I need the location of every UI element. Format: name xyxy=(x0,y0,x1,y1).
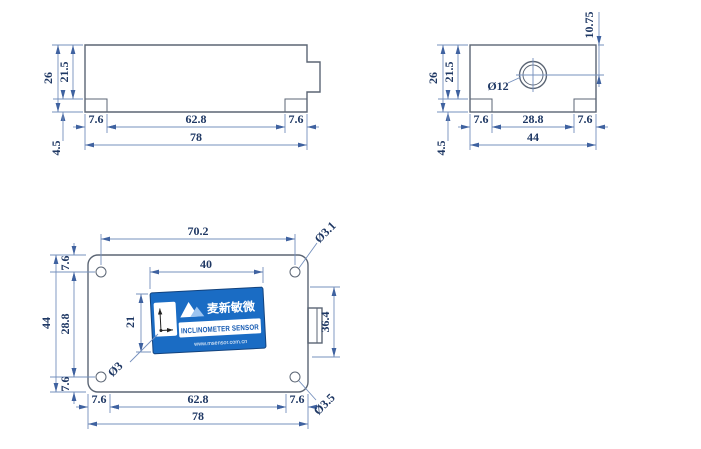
label-brand-text: 麦新敏微 xyxy=(206,298,256,316)
dim-front-body-height: 21.5 xyxy=(57,62,71,83)
top-view-connector-tab xyxy=(307,307,323,344)
dim-front-width-total: 78 xyxy=(190,130,202,144)
top-view-dimensions: 70.2 40 21 7.6 28.8 7.6 44 36.4 7 xyxy=(39,219,339,427)
side-view: Ø12 10.75 26 21.5 4.5 7.6 28.8 7 xyxy=(426,12,608,156)
dim-top-hole-bottom-right: Ø3.5 xyxy=(311,391,338,418)
side-view-hole-crosshair xyxy=(516,58,550,92)
dim-side-bottom-mid: 28.8 xyxy=(523,112,544,126)
dim-front-foot-height: 4.5 xyxy=(49,141,63,156)
mounting-hole-top-right xyxy=(289,266,301,278)
dim-top-bottom-mid: 62.8 xyxy=(188,392,209,406)
dim-top-right-span: 36.4 xyxy=(318,312,332,333)
dim-side-foot-height: 4.5 xyxy=(434,141,448,156)
dim-top-bottom-left: 7.6 xyxy=(92,392,107,406)
dim-side-bottom-right: 7.6 xyxy=(578,112,593,126)
dim-top-width-total: 78 xyxy=(192,409,204,423)
brand-logo-icon xyxy=(180,301,205,318)
mounting-hole-bottom-right xyxy=(289,371,301,383)
front-view-extension-lines xyxy=(52,44,308,150)
dim-side-width-total: 44 xyxy=(527,130,539,144)
label-website-text: www.msensor.com.cn xyxy=(193,339,247,348)
side-view-extension-lines xyxy=(437,44,604,150)
dim-top-label-width: 40 xyxy=(200,257,212,271)
mounting-hole-bottom-left xyxy=(95,371,107,383)
front-view-dimensions: 26 21.5 4.5 7.6 62.8 7.6 78 xyxy=(41,45,319,156)
dim-top-height-total: 44 xyxy=(39,317,53,329)
dim-front-bottom-left: 7.6 xyxy=(89,112,104,126)
label-white-band xyxy=(178,318,262,338)
dim-top-label-height: 21 xyxy=(123,316,137,328)
side-view-corner-notches xyxy=(470,98,596,112)
dim-side-hole-diameter: Ø12 xyxy=(487,79,508,93)
dim-front-height-total: 26 xyxy=(41,72,55,84)
dim-side-body-height: 21.5 xyxy=(442,62,456,83)
product-label: 麦新敏微 INCLINOMETER SENSOR www.msensor.com… xyxy=(149,286,267,355)
dim-top-hole-top-right: Ø3.1 xyxy=(312,219,339,246)
dim-top-left-top: 7.6 xyxy=(58,256,72,271)
side-view-body-outline xyxy=(469,44,597,113)
dim-top-bottom-right: 7.6 xyxy=(290,392,305,406)
front-view-body-outline xyxy=(84,44,321,113)
axes-chip xyxy=(153,301,178,337)
mounting-hole-top-left xyxy=(95,266,107,278)
front-view: 26 21.5 4.5 7.6 62.8 7.6 78 xyxy=(41,44,321,156)
dim-top-hole-center: Ø3 xyxy=(105,359,126,380)
front-view-corner-notches xyxy=(85,98,307,112)
axes-icon xyxy=(157,308,173,333)
label-product-text: INCLINOMETER SENSOR xyxy=(181,322,260,335)
dim-front-bottom-right: 7.6 xyxy=(289,112,304,126)
label-background xyxy=(149,286,267,355)
top-view: 麦新敏微 INCLINOMETER SENSOR www.msensor.com… xyxy=(39,219,340,429)
dim-front-bottom-mid: 62.8 xyxy=(186,112,207,126)
dim-side-hole-offset: 10.75 xyxy=(582,12,596,39)
dim-top-left-bottom: 7.6 xyxy=(58,377,72,392)
dim-top-left-mid: 28.8 xyxy=(58,314,72,335)
dim-top-hole-span: 70.2 xyxy=(188,224,209,238)
side-view-dimensions: Ø12 10.75 26 21.5 4.5 7.6 28.8 7 xyxy=(426,12,608,156)
dim-side-height-total: 26 xyxy=(426,72,440,84)
dim-side-bottom-left: 7.6 xyxy=(474,112,489,126)
